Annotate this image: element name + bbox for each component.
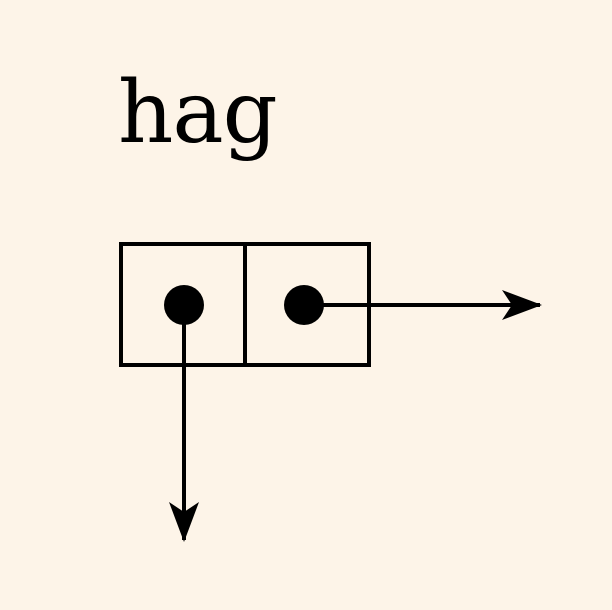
node-label: hag: [118, 63, 278, 163]
